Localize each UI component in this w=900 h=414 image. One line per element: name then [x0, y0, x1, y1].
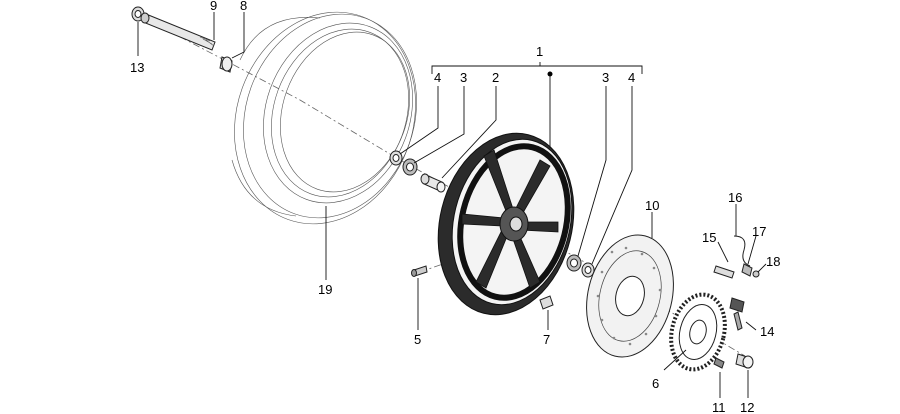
balance-weight-part	[539, 295, 554, 310]
bearing-left-part	[402, 158, 418, 176]
callout-labels: 1 2 3 3 4 4 5 6 7 8 9 10 11 12 13 14 15 …	[130, 0, 780, 414]
callout-5: 5	[414, 332, 421, 347]
callout-17: 17	[752, 224, 766, 239]
abs-sensor-part	[729, 297, 745, 331]
callout-2: 2	[492, 70, 499, 85]
callout-12: 12	[740, 400, 754, 414]
bearing-spacer-part	[420, 173, 446, 193]
callout-14: 14	[760, 324, 774, 339]
assembly-dot	[547, 71, 553, 77]
callout-8: 8	[240, 0, 247, 13]
callout-10: 10	[645, 198, 659, 213]
callout-4-right: 4	[628, 70, 635, 85]
valve-stud-part	[411, 265, 428, 277]
brake-disc-part	[586, 234, 674, 358]
callout-18: 18	[766, 254, 780, 269]
wheel-axle-part	[140, 12, 216, 51]
callout-19: 19	[318, 282, 332, 297]
callout-9: 9	[210, 0, 217, 13]
sensor-bracket-part	[713, 235, 760, 279]
callout-3-right: 3	[602, 70, 609, 85]
callout-7: 7	[543, 332, 550, 347]
screw-part	[713, 357, 725, 369]
leader-lines	[137, 12, 767, 398]
wheel-bush-part	[735, 353, 754, 369]
callout-11: 11	[712, 400, 726, 414]
axle-spacer-part	[219, 56, 233, 73]
callout-4-left: 4	[434, 70, 441, 85]
dust-seal-left-part	[389, 150, 403, 166]
bearing-right-part	[566, 254, 582, 272]
callout-15: 15	[702, 230, 716, 245]
callout-1: 1	[536, 44, 543, 59]
callout-13: 13	[130, 60, 144, 75]
callout-3-left: 3	[460, 70, 467, 85]
wheel-rim-part	[437, 132, 575, 316]
callout-16: 16	[728, 190, 742, 205]
dust-seal-right-part	[581, 262, 595, 278]
tire-part	[231, 11, 417, 225]
callout-6: 6	[652, 376, 659, 391]
